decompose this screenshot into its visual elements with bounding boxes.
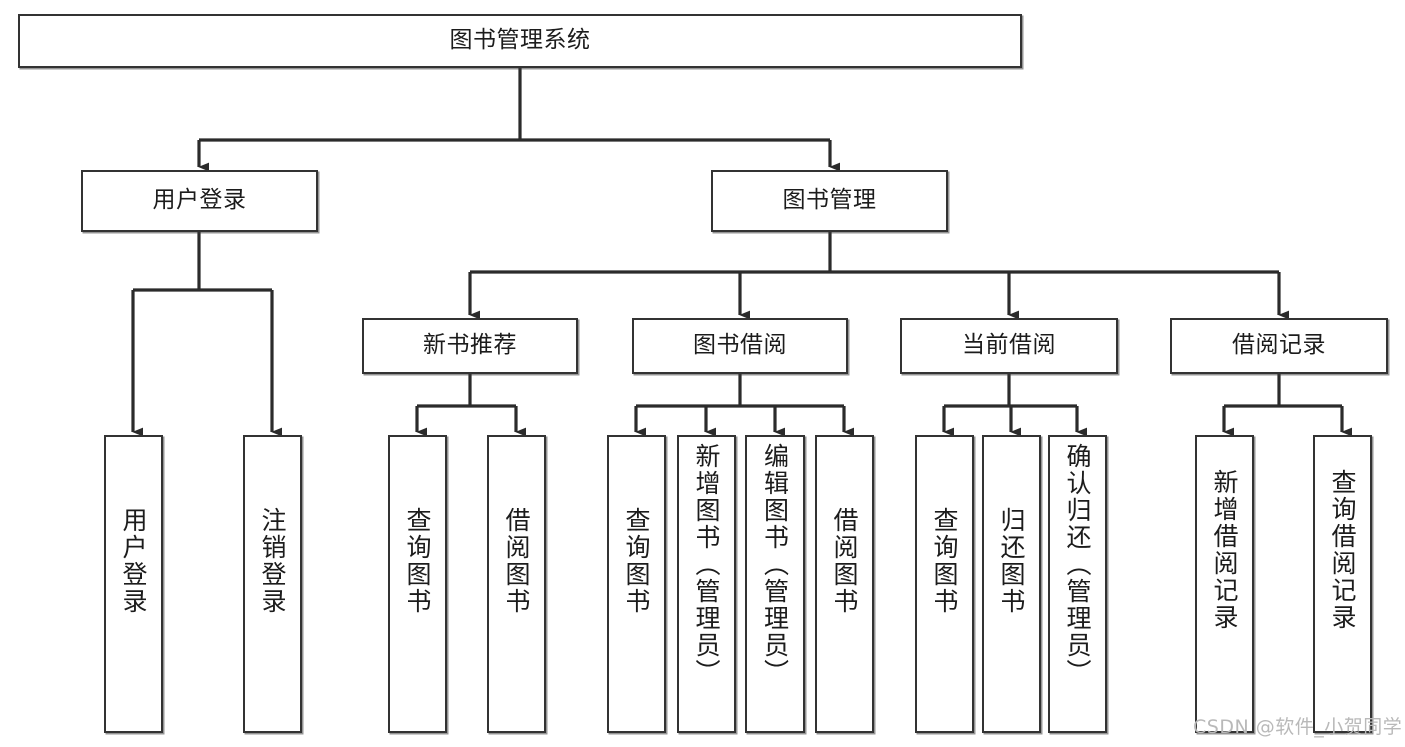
csdn-watermark: CSDN @软件_小贺同学 (1193, 716, 1403, 738)
node-label: 图书管理 (782, 187, 877, 214)
node-leaf-query-record[interactable]: 查询借阅记录 (1313, 435, 1372, 733)
node-new-book-recommend[interactable]: 新书推荐 (362, 318, 578, 374)
node-leaf-query-book-2[interactable]: 查询图书 (607, 435, 666, 733)
node-leaf-add-record[interactable]: 新增借阅记录 (1195, 435, 1254, 733)
node-leaf-confirm-return[interactable]: 确认归还（管理员） (1048, 435, 1107, 733)
node-label: 查询图书 (403, 507, 432, 615)
node-label: 新书推荐 (423, 332, 517, 359)
node-current-borrow[interactable]: 当前借阅 (900, 318, 1118, 374)
node-label: 当前借阅 (962, 332, 1056, 359)
node-leaf-query-book-3[interactable]: 查询图书 (915, 435, 974, 733)
node-label: 图书借阅 (693, 332, 787, 359)
node-label: 编辑图书（管理员） (760, 443, 790, 686)
node-leaf-user-login[interactable]: 用户登录 (104, 435, 163, 733)
node-leaf-borrow-book-2[interactable]: 借阅图书 (815, 435, 874, 733)
node-label: 确认归还（管理员） (1063, 443, 1092, 686)
node-label: 查询图书 (930, 507, 959, 615)
node-leaf-logout[interactable]: 注销登录 (243, 435, 302, 733)
node-label: 借阅图书 (830, 507, 859, 615)
node-user-login[interactable]: 用户登录 (81, 170, 318, 232)
node-book-management[interactable]: 图书管理 (711, 170, 948, 232)
node-leaf-return-book[interactable]: 归还图书 (982, 435, 1041, 733)
node-leaf-edit-book[interactable]: 编辑图书（管理员） (745, 435, 805, 733)
node-label: 新增图书（管理员） (692, 443, 721, 686)
node-label: 查询图书 (622, 507, 651, 615)
node-leaf-borrow-book-1[interactable]: 借阅图书 (487, 435, 546, 733)
node-label: 归还图书 (997, 507, 1026, 615)
node-label: 注销登录 (258, 507, 287, 615)
node-book-borrow[interactable]: 图书借阅 (632, 318, 848, 374)
node-label: 用户登录 (119, 507, 148, 615)
node-label: 新增借阅记录 (1210, 469, 1239, 631)
node-leaf-query-book-1[interactable]: 查询图书 (388, 435, 447, 733)
node-leaf-add-book[interactable]: 新增图书（管理员） (677, 435, 736, 733)
node-label: 图书管理系统 (449, 27, 591, 54)
node-root-book-management-system[interactable]: 图书管理系统 (18, 14, 1022, 68)
node-label: 用户登录 (152, 187, 247, 214)
node-label: 借阅记录 (1232, 332, 1326, 359)
node-borrow-record[interactable]: 借阅记录 (1170, 318, 1388, 374)
node-label: 查询借阅记录 (1328, 469, 1357, 631)
node-label: 借阅图书 (502, 507, 531, 615)
